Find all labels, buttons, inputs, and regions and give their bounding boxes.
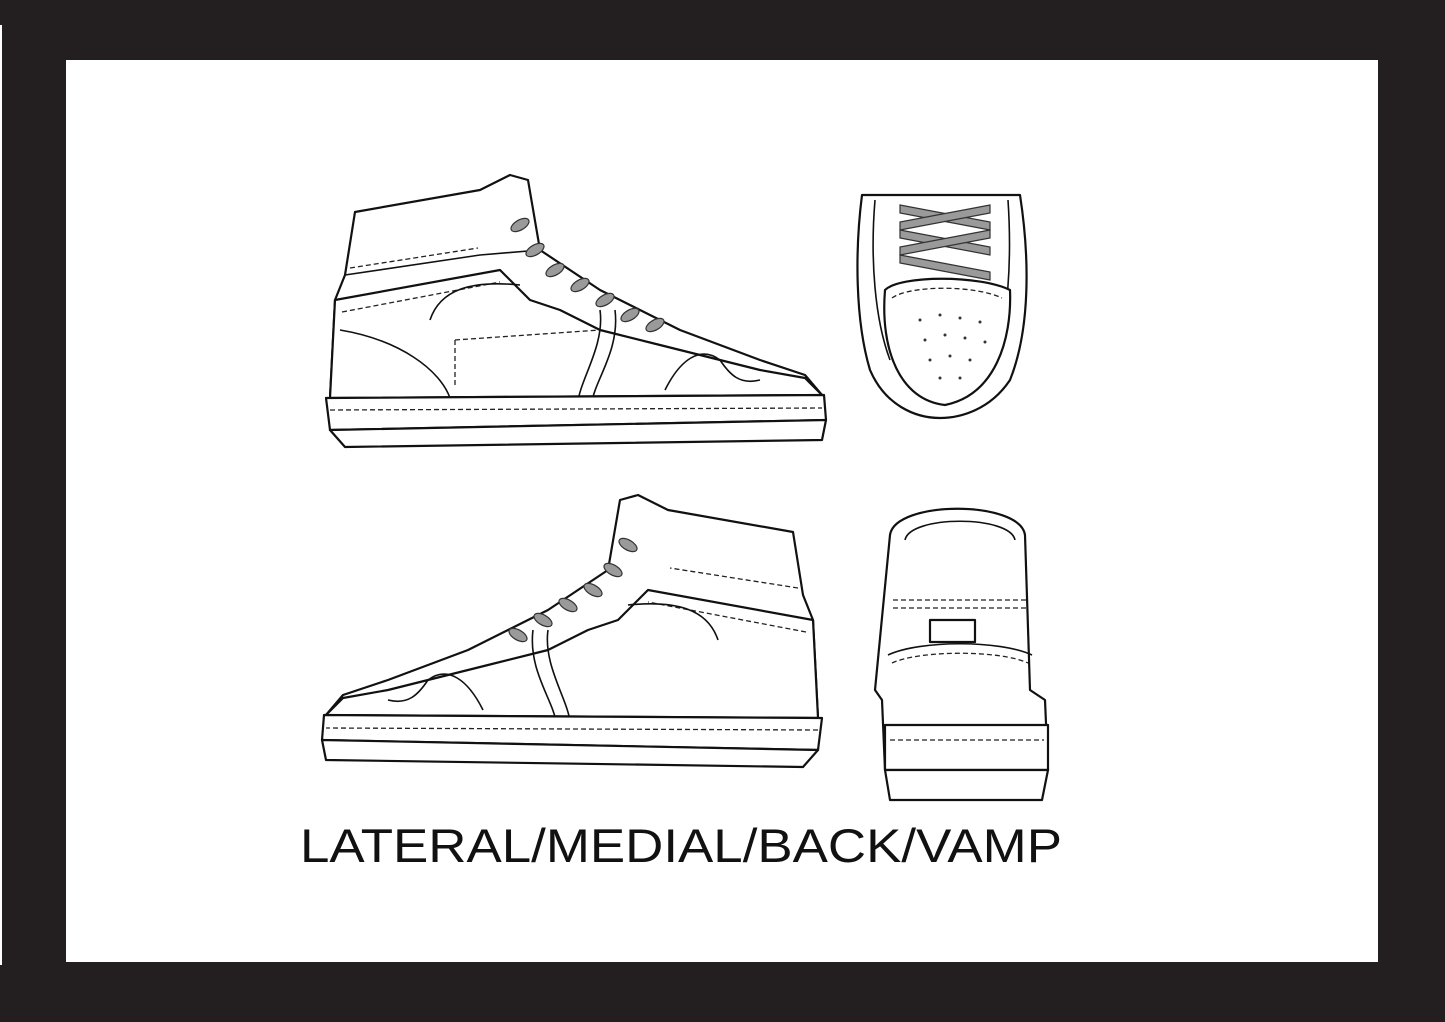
lateral-laces: [510, 217, 665, 333]
medial-view-shoe: [320, 493, 824, 769]
vamp-perforations: [918, 313, 987, 380]
view-caption: LATERAL/MEDIAL/BACK/VAMP: [300, 819, 1062, 872]
back-view-shoe: [873, 507, 1050, 802]
medial-laces: [508, 537, 638, 643]
left-edge-strip: [0, 25, 2, 965]
lateral-view-shoe: [324, 173, 828, 449]
vamp-laces: [899, 204, 991, 281]
drawing-sheet: [66, 60, 1378, 962]
vamp-view-shoe: [856, 193, 1028, 420]
